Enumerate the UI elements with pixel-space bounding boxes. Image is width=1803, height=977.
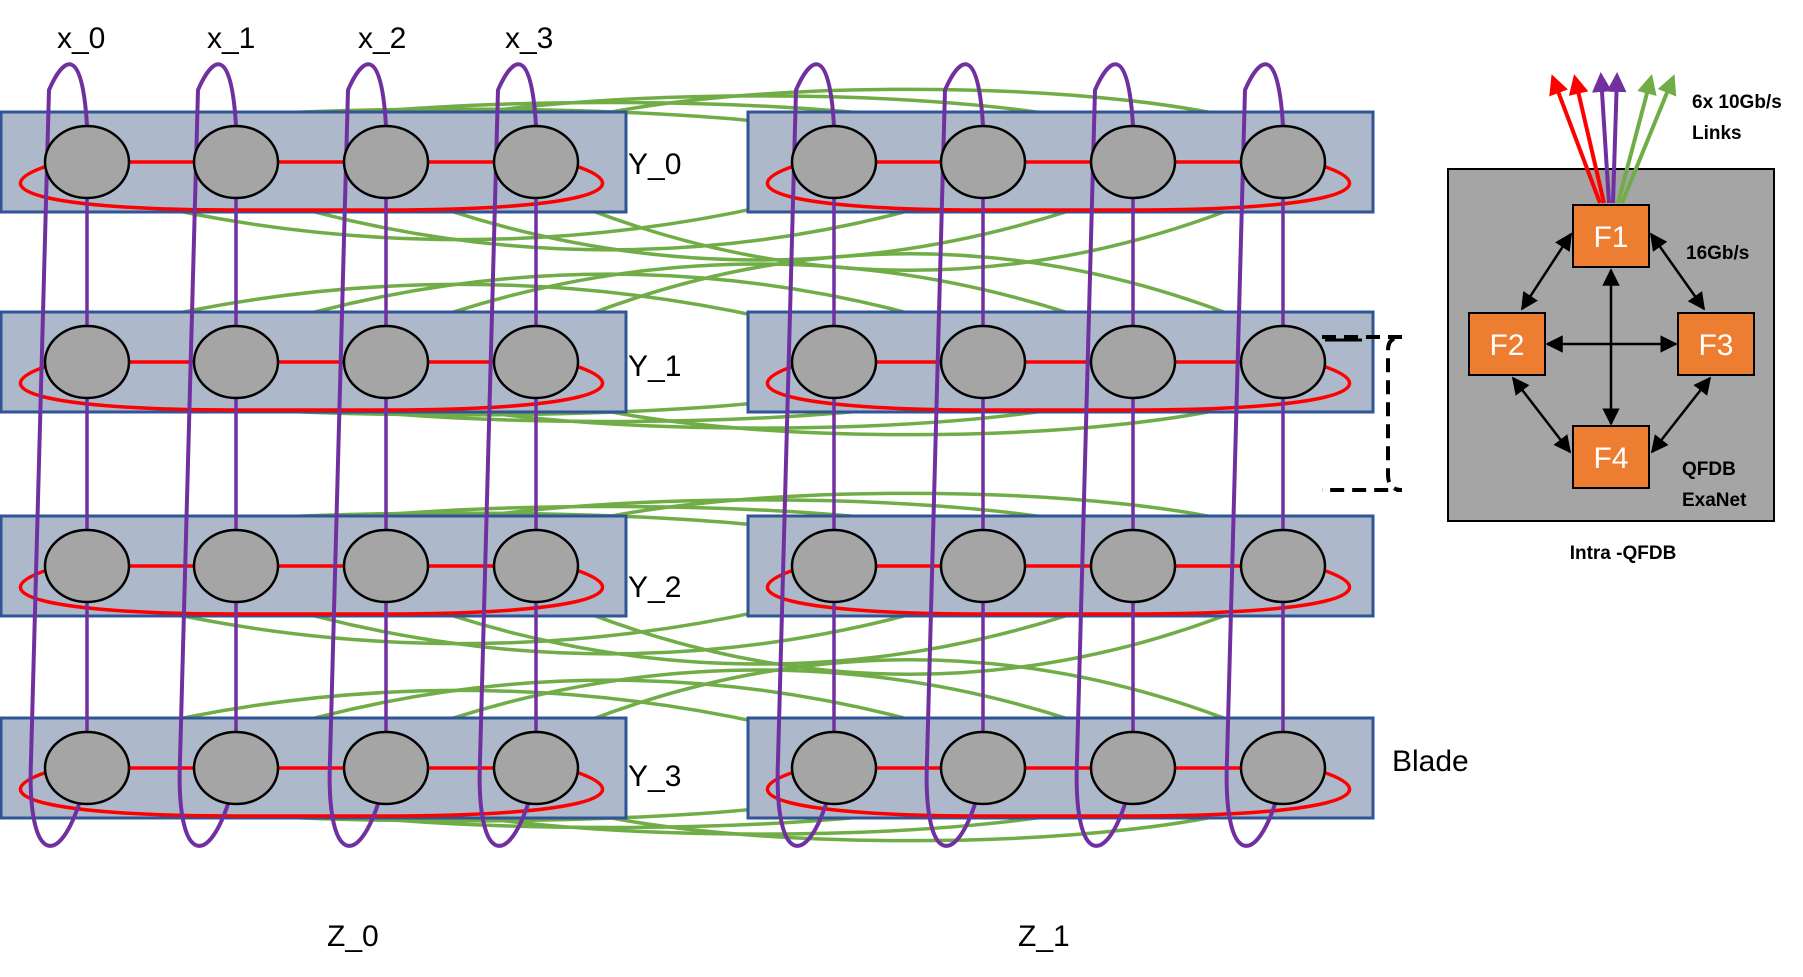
z-link-r1-c3-b	[545, 252, 1274, 334]
qfdb-caption: Intra -QFDB	[1570, 543, 1677, 564]
node-z1-y2-x2	[1089, 528, 1177, 604]
qfdb-bracket	[1322, 335, 1403, 492]
z-label-1: Z_1	[1018, 920, 1070, 953]
node-z0-y1-x3	[492, 324, 580, 400]
node-z1-y2-x0	[790, 528, 878, 604]
node-z0-y3-x2	[342, 730, 430, 806]
node-z0-y0-x2	[342, 124, 430, 200]
fpga-f3	[1677, 312, 1755, 376]
x-link-wrap-z0-y3	[18, 770, 605, 818]
node-z1-y3-x3	[1239, 730, 1327, 806]
x-link-wrap-z1-y0	[765, 164, 1352, 212]
node-z1-y3-x2	[1089, 730, 1177, 806]
z-label-0: Z_0	[327, 920, 379, 953]
node-z0-y2-x0	[43, 528, 131, 604]
qfdb-link-f2-f4	[1511, 376, 1572, 454]
y-label-1: Y_1	[628, 350, 681, 383]
qfdb-box-label-line1: QFDB	[1682, 459, 1736, 480]
x-label-3: x_3	[505, 22, 553, 55]
fpga-f4-label: F4	[1593, 442, 1628, 475]
links-label-line1: 6x 10Gb/s	[1692, 92, 1782, 113]
qfdb-link-f1-f3	[1649, 232, 1706, 311]
node-z1-y2-x3	[1239, 528, 1327, 604]
node-z0-y2-x2	[342, 528, 430, 604]
y-label-2: Y_2	[628, 571, 681, 604]
fpga-f2	[1468, 312, 1546, 376]
z-link-r0-c2-b	[395, 190, 1124, 262]
x-link-wrap-z1-y1	[765, 364, 1352, 412]
z-link-r2-c2-b	[395, 594, 1124, 666]
node-z1-y2-x1	[939, 528, 1027, 604]
fpga-f1-label: F1	[1593, 221, 1628, 254]
qfdb-external-link-1	[1549, 74, 1602, 204]
node-z0-y2-x3	[492, 528, 580, 604]
node-z1-y0-x2	[1089, 124, 1177, 200]
node-z1-y0-x1	[939, 124, 1027, 200]
x-label-0: x_0	[57, 22, 105, 55]
y-link-wrap-z0-c1	[177, 62, 238, 848]
node-z0-y3-x0	[43, 730, 131, 806]
fpga-f2-label: F2	[1489, 329, 1524, 362]
x-links	[18, 160, 1352, 818]
y-link-wrap-z0-c0	[28, 62, 89, 848]
fpga-f1	[1572, 204, 1650, 268]
z-link-r2-c3-b	[545, 594, 1274, 676]
fpga-f4	[1572, 425, 1650, 489]
qfdb-detail: F1 F2 F3 F4 6x 10Gb/s Links 16Gb/s QFDB …	[1322, 72, 1782, 564]
node-z1-y1-x0	[790, 324, 878, 400]
qfdb-external-links	[1549, 72, 1677, 204]
node-z1-y3-x1	[939, 730, 1027, 806]
x-link-wrap-z0-y0	[18, 164, 605, 212]
node-z0-y1-x1	[192, 324, 280, 400]
qfdb-external-link-5	[1616, 74, 1657, 204]
x-link-wrap-z1-y2	[765, 568, 1352, 616]
node-z1-y0-x3	[1239, 124, 1327, 200]
x-link-wrap-z0-y2	[18, 568, 605, 616]
qfdb-external-link-4	[1606, 72, 1627, 204]
node-z1-y3-x0	[790, 730, 878, 806]
node-z0-y1-x2	[342, 324, 430, 400]
z-link-r0-c3-b	[545, 190, 1274, 272]
node-z0-y2-x1	[192, 528, 280, 604]
node-z1-y1-x1	[939, 324, 1027, 400]
x-link-wrap-z1-y3	[765, 770, 1352, 818]
nodes	[43, 124, 1327, 806]
y-link-wrap-z1-c3	[1224, 62, 1285, 848]
y-link-wrap-z0-c3	[477, 62, 538, 848]
speed-label: 16Gb/s	[1686, 243, 1749, 264]
qfdb-external-link-2	[1568, 74, 1606, 204]
y-links	[28, 62, 1285, 848]
y-link-wrap-z1-c1	[924, 62, 985, 848]
node-z0-y0-x1	[192, 124, 280, 200]
qfdb-box-label-line2: ExaNet	[1682, 490, 1747, 511]
node-z1-y0-x0	[790, 124, 878, 200]
qfdb-link-f3-f4	[1650, 376, 1712, 454]
x-label-2: x_2	[358, 22, 406, 55]
qfdb-external-link-6	[1620, 74, 1677, 204]
y-link-wrap-z1-c0	[775, 62, 836, 848]
node-z0-y3-x3	[492, 730, 580, 806]
qfdb-link-f1-f2	[1520, 232, 1573, 311]
z-link-r1-c2-b	[395, 262, 1124, 334]
node-z1-y1-x2	[1089, 324, 1177, 400]
node-z1-y1-x3	[1239, 324, 1327, 400]
links-label-line2: Links	[1692, 123, 1742, 144]
z-link-r3-c3-b	[545, 658, 1274, 740]
fpga-f3-label: F3	[1698, 329, 1733, 362]
x-link-wrap-z0-y1	[18, 364, 605, 412]
x-label-1: x_1	[207, 22, 255, 55]
qfdb-external-link-3	[1592, 72, 1612, 204]
blade-label: Blade	[1392, 745, 1469, 778]
node-z0-y1-x0	[43, 324, 131, 400]
node-z0-y0-x3	[492, 124, 580, 200]
node-z0-y0-x0	[43, 124, 131, 200]
y-label-0: Y_0	[628, 148, 681, 181]
y-link-wrap-z1-c2	[1074, 62, 1135, 848]
qfdb-internal-links	[1511, 232, 1712, 454]
y-link-wrap-z0-c2	[327, 62, 388, 848]
z-link-r3-c2-b	[395, 668, 1124, 740]
node-z0-y3-x1	[192, 730, 280, 806]
y-label-3: Y_3	[628, 760, 681, 793]
